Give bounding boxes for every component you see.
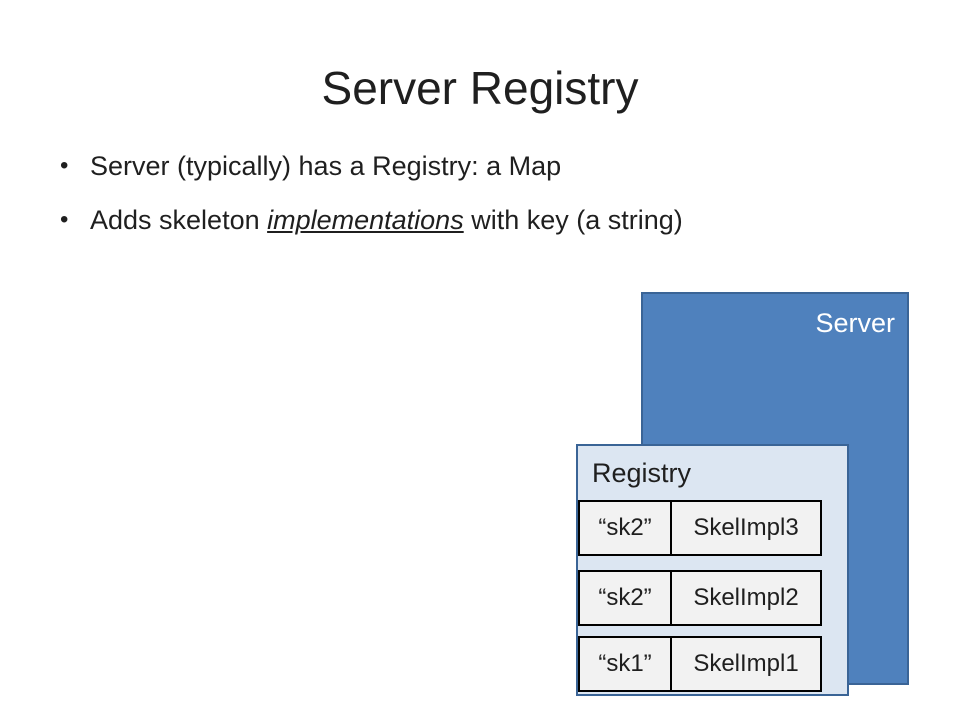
slide-title: Server Registry (321, 62, 639, 114)
bullet-dot-icon: • (60, 152, 69, 179)
entry-key: “sk2” (578, 570, 672, 626)
registry-label: Registry (592, 458, 692, 488)
registry-entry: “sk2” SkelImpl3 (578, 500, 822, 556)
entry-value: SkelImpl3 (670, 500, 822, 556)
entry-value: SkelImpl2 (670, 570, 822, 626)
entry-key: “sk2” (578, 500, 672, 556)
bullet-item: • Server (typically) has a Registry: a M… (60, 148, 683, 184)
bullet-text-end: with key (a string) (463, 205, 683, 235)
registry-entry: “sk2” SkelImpl2 (578, 570, 822, 626)
bullet-item: • Adds skeleton implementations with key… (60, 202, 683, 238)
bullet-emphasis: implementations (267, 205, 464, 235)
bullet-dot-icon: • (60, 206, 69, 233)
entry-key: “sk1” (578, 636, 672, 692)
registry-box: Registry “sk2” SkelImpl3 “sk2” SkelImpl2… (576, 444, 849, 696)
entry-value: SkelImpl1 (670, 636, 822, 692)
bullet-list: • Server (typically) has a Registry: a M… (60, 148, 683, 256)
registry-entry: “sk1” SkelImpl1 (578, 636, 822, 692)
bullet-text-start: Adds skeleton (90, 205, 268, 235)
server-label: Server (815, 308, 895, 338)
bullet-text: Server (typically) has a Registry: a Map (90, 151, 562, 181)
